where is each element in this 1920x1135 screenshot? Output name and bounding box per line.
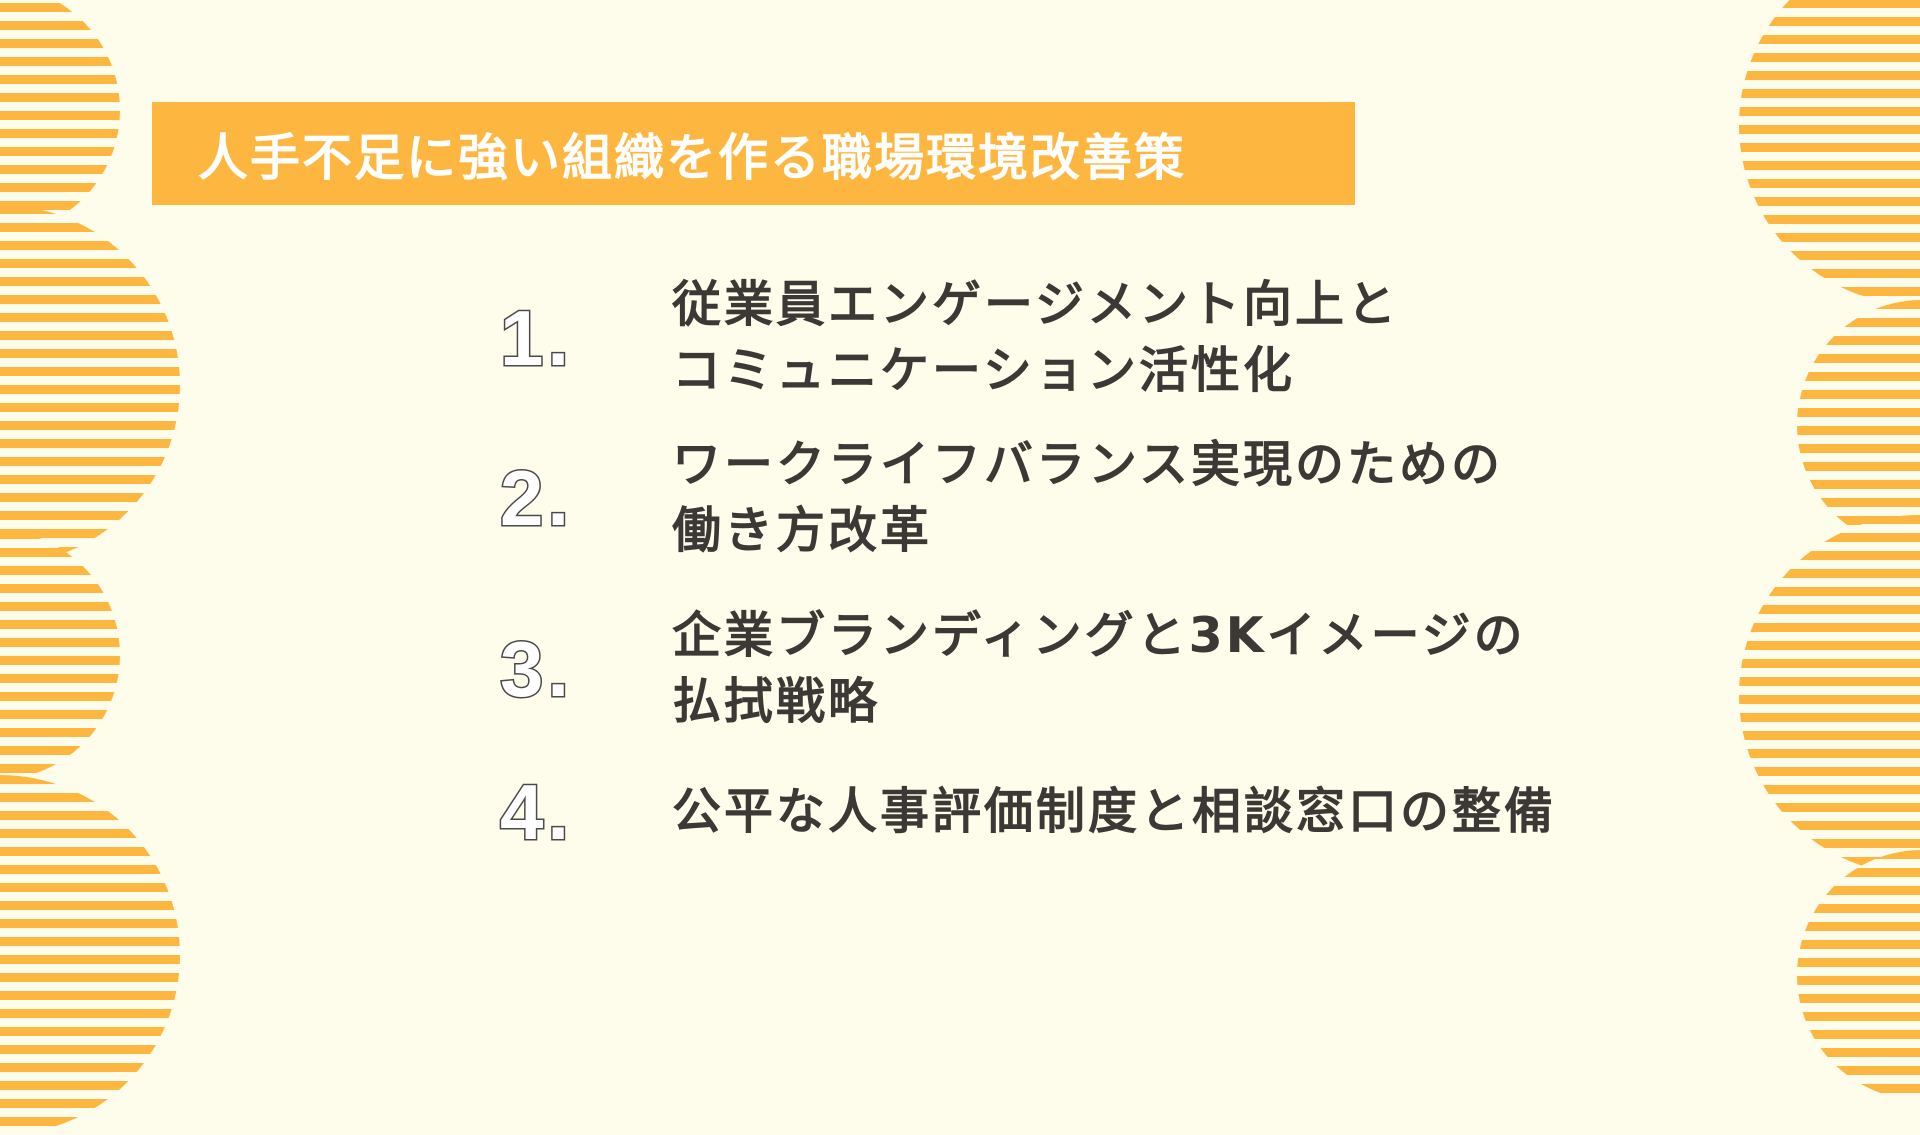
item-text-line: 企業ブランディングと3Kイメージの xyxy=(672,607,1526,664)
striped-circle-decoration xyxy=(0,205,180,565)
item-text: 企業ブランディングと3Kイメージの 払拭戦略 xyxy=(672,603,1526,735)
striped-circle-decoration xyxy=(1797,850,1920,1100)
list-item: 1. 従業員エンゲージメント向上と コミュニケーション活性化 xyxy=(499,272,1399,404)
item-text: 従業員エンゲージメント向上と コミュニケーション活性化 xyxy=(672,272,1399,404)
striped-circle-decoration xyxy=(0,775,180,1135)
item-number: 3. xyxy=(499,625,574,713)
item-text-line: 払拭戦略 xyxy=(672,673,881,730)
slide-title: 人手不足に強い組織を作る職場環境改善策 xyxy=(198,128,1186,187)
list-item: 4. 公平な人事評価制度と相談窓口の整備 xyxy=(499,768,1556,856)
item-text-line: 従業員エンゲージメント向上と xyxy=(672,276,1400,333)
striped-circle-decoration xyxy=(1797,300,1920,550)
title-banner: 人手不足に強い組織を作る職場環境改善策 xyxy=(152,102,1355,205)
item-number: 2. xyxy=(499,454,574,542)
list-item: 2. ワークライフバランス実現のための 働き方改革 xyxy=(499,432,1503,564)
striped-circle-decoration xyxy=(0,530,120,780)
striped-circle-decoration xyxy=(1739,0,1920,305)
item-text: ワークライフバランス実現のための 働き方改革 xyxy=(672,432,1503,564)
item-text-line: ワークライフバランス実現のための xyxy=(672,436,1504,493)
striped-circle-decoration xyxy=(1739,515,1920,875)
list-item: 3. 企業ブランディングと3Kイメージの 払拭戦略 xyxy=(499,603,1526,735)
striped-circle-decoration xyxy=(0,0,120,235)
item-text-line: 公平な人事評価制度と相談窓口の整備 xyxy=(672,783,1557,840)
item-text: 公平な人事評価制度と相談窓口の整備 xyxy=(672,779,1556,845)
item-number: 4. xyxy=(499,768,574,856)
item-number: 1. xyxy=(499,294,574,382)
item-text-line: コミュニケーション活性化 xyxy=(672,342,1296,399)
item-text-line: 働き方改革 xyxy=(672,502,933,559)
